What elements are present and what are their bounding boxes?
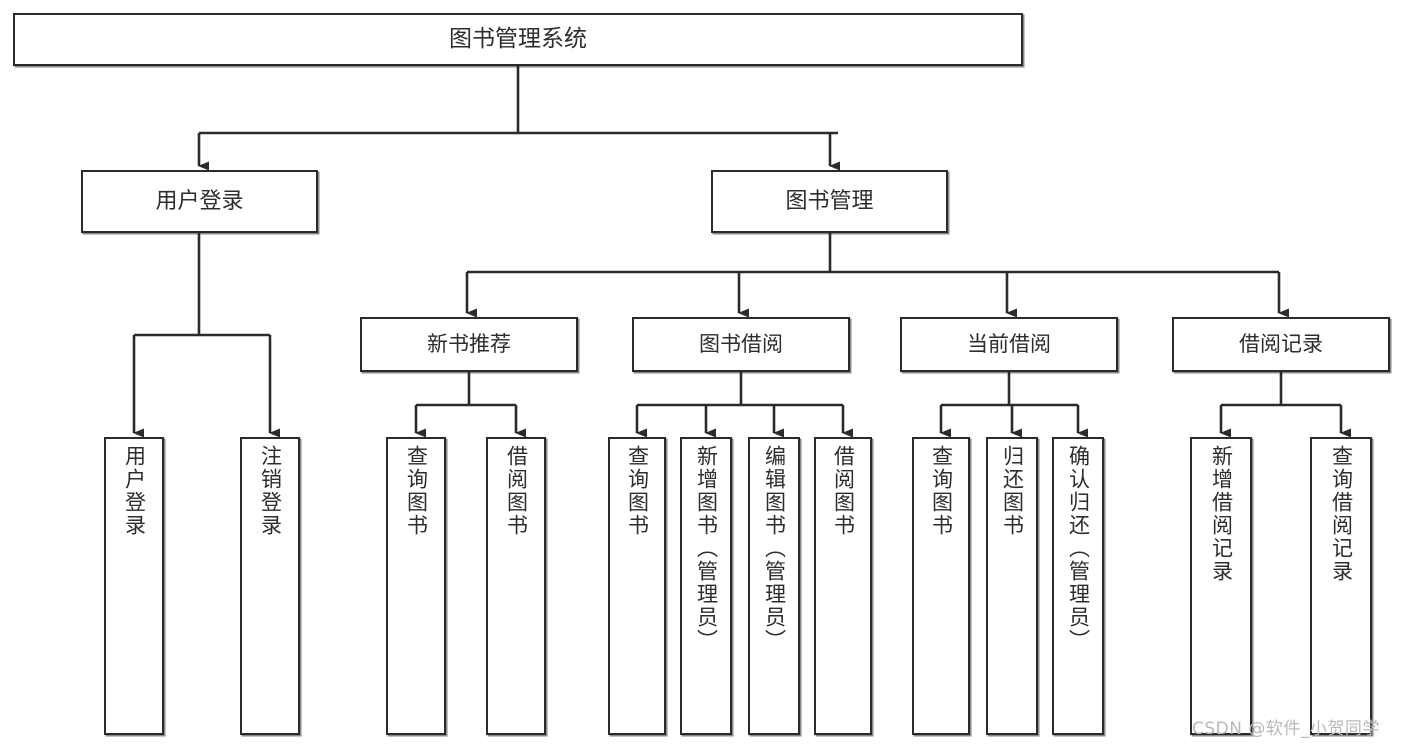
leaf-query-books-borrow-label: 查询图书 bbox=[625, 445, 650, 537]
leaf-edit-book-admin[interactable]: 编辑图书（管理员） bbox=[748, 437, 800, 735]
leaf-add-borrow-record-label: 新增借阅记录 bbox=[1209, 445, 1234, 583]
node-book-borrow-label: 图书借阅 bbox=[699, 332, 783, 357]
leaf-add-book-admin[interactable]: 新增图书（管理员） bbox=[680, 437, 732, 735]
node-user-login[interactable]: 用户登录 bbox=[81, 170, 318, 233]
leaf-borrow-books-recommend[interactable]: 借阅图书 bbox=[486, 437, 546, 735]
node-new-book-recommend[interactable]: 新书推荐 bbox=[360, 317, 578, 372]
leaf-query-books-current[interactable]: 查询图书 bbox=[912, 437, 970, 735]
node-user-login-label: 用户登录 bbox=[155, 188, 244, 214]
leaf-query-books-recommend[interactable]: 查询图书 bbox=[386, 437, 446, 735]
leaf-return-books[interactable]: 归还图书 bbox=[986, 437, 1038, 735]
leaf-borrow-books[interactable]: 借阅图书 bbox=[814, 437, 872, 735]
leaf-logout[interactable]: 注销登录 bbox=[240, 437, 300, 735]
node-current-borrow-label: 当前借阅 bbox=[967, 332, 1051, 357]
leaf-user-login-label: 用户登录 bbox=[122, 445, 147, 537]
leaf-user-login[interactable]: 用户登录 bbox=[104, 437, 164, 735]
leaf-query-borrow-record-label: 查询借阅记录 bbox=[1329, 445, 1354, 583]
leaf-query-books-recommend-label: 查询图书 bbox=[404, 445, 429, 537]
leaf-borrow-books-label: 借阅图书 bbox=[831, 445, 856, 537]
leaf-confirm-return-admin-label: 确认归还（管理员） bbox=[1066, 445, 1091, 652]
leaf-borrow-books-recommend-label: 借阅图书 bbox=[504, 445, 529, 537]
leaf-add-borrow-record[interactable]: 新增借阅记录 bbox=[1190, 437, 1252, 735]
leaf-query-borrow-record[interactable]: 查询借阅记录 bbox=[1310, 437, 1372, 735]
leaf-confirm-return-admin[interactable]: 确认归还（管理员） bbox=[1052, 437, 1104, 735]
leaf-add-book-admin-label: 新增图书（管理员） bbox=[694, 445, 719, 652]
node-root[interactable]: 图书管理系统 bbox=[13, 13, 1023, 66]
leaf-logout-label: 注销登录 bbox=[258, 445, 283, 537]
node-book-management-label: 图书管理 bbox=[785, 188, 874, 214]
csdn-watermark: CSDN @软件_小贺同学 bbox=[1192, 719, 1380, 739]
node-borrow-record-label: 借阅记录 bbox=[1239, 332, 1323, 357]
node-new-book-recommend-label: 新书推荐 bbox=[427, 332, 511, 357]
node-book-management[interactable]: 图书管理 bbox=[711, 170, 948, 233]
node-current-borrow[interactable]: 当前借阅 bbox=[900, 317, 1118, 372]
node-root-label: 图书管理系统 bbox=[449, 25, 587, 52]
node-borrow-record[interactable]: 借阅记录 bbox=[1172, 317, 1390, 372]
node-book-borrow[interactable]: 图书借阅 bbox=[632, 317, 850, 372]
leaf-query-books-borrow[interactable]: 查询图书 bbox=[608, 437, 666, 735]
leaf-query-books-current-label: 查询图书 bbox=[929, 445, 954, 537]
leaf-return-books-label: 归还图书 bbox=[1000, 445, 1025, 537]
leaf-edit-book-admin-label: 编辑图书（管理员） bbox=[762, 445, 787, 652]
